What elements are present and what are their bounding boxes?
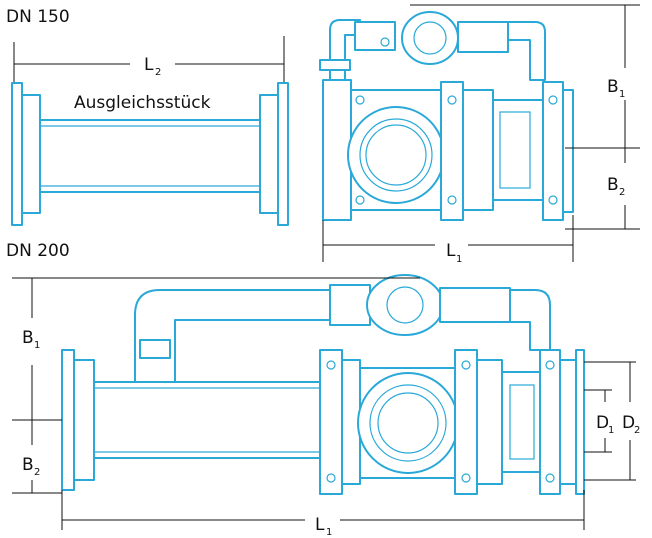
dn150-dim-l1: L 1 xyxy=(322,215,574,265)
dn150-dim-l2: L 2 xyxy=(13,36,285,85)
dn200-d2-sub: 2 xyxy=(634,425,640,436)
spool-piece-label: Ausgleichsstück xyxy=(74,93,211,113)
dn200-d1-sub: 1 xyxy=(608,425,614,436)
dn150-meter-assembly xyxy=(319,11,574,221)
dn150-dim-b: B 1 B 2 xyxy=(410,4,640,230)
dn200-b2-sub: 2 xyxy=(34,467,40,478)
dn150-title: DN 150 xyxy=(6,7,70,27)
dn150-b2-label: B xyxy=(607,175,619,195)
dn200-dim-l1: L 1 xyxy=(61,490,585,538)
dn200-d2-label: D xyxy=(622,413,635,433)
dn200-b2-label: B xyxy=(22,455,34,475)
dn150-b2-sub: 2 xyxy=(619,187,625,198)
dn150-l1-label: L xyxy=(446,241,456,261)
dn200-l1-sub: 1 xyxy=(326,527,332,538)
dn150-l2-label: L xyxy=(144,55,154,75)
dn150-l2-sub: 2 xyxy=(155,67,161,78)
dn200-meter-assembly xyxy=(61,274,585,495)
dn200-b1-sub: 1 xyxy=(34,340,40,351)
dn200-d1-label: D xyxy=(596,413,609,433)
dn150-b1-label: B xyxy=(607,77,619,97)
dn200-title: DN 200 xyxy=(6,241,70,261)
dn200-b1-label: B xyxy=(22,328,34,348)
dn200-dim-d: D 1 D 2 xyxy=(584,361,640,481)
dn200-l1-label: L xyxy=(315,515,325,535)
dn150-b1-sub: 1 xyxy=(619,89,625,100)
dn150-l1-sub: 1 xyxy=(456,254,462,265)
dn200-dim-b: B 1 B 2 xyxy=(12,277,420,494)
spool-piece xyxy=(11,82,289,226)
